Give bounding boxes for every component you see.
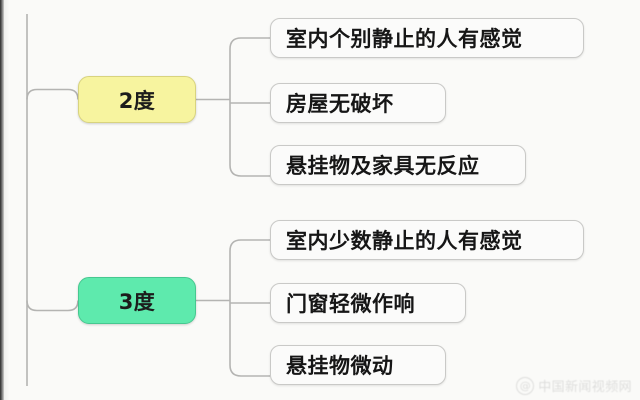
branch-node-degree-2[interactable]: 2度 — [78, 76, 196, 123]
branch-node-label: 3度 — [118, 289, 156, 314]
branch-node-label: 2度 — [118, 88, 156, 113]
leaf-label: 室内少数静止的人有感觉 — [286, 229, 523, 253]
leaf-label: 室内个别静止的人有感觉 — [286, 27, 523, 51]
leaf-box[interactable]: 室内少数静止的人有感觉 — [270, 220, 584, 260]
branch-node-degree-3[interactable]: 3度 — [78, 277, 196, 324]
leaf-box[interactable]: 悬挂物微动 — [270, 345, 446, 385]
leaf-box[interactable]: 室内个别静止的人有感觉 — [270, 18, 584, 58]
screen-edge-highlight — [4, 0, 10, 400]
leaf-label: 门窗轻微作响 — [286, 292, 415, 316]
leaf-label: 悬挂物微动 — [286, 354, 394, 378]
leaf-label: 悬挂物及家具无反应 — [286, 154, 480, 178]
watermark: 中国新闻视频网 — [516, 376, 632, 395]
watermark-text: 中国新闻视频网 — [538, 380, 632, 395]
weibo-at-icon — [516, 376, 535, 395]
screen-edge-strip — [0, 0, 4, 400]
leaf-box[interactable]: 悬挂物及家具无反应 — [270, 145, 526, 185]
leaf-label: 房屋无破坏 — [286, 92, 394, 116]
leaf-box[interactable]: 房屋无破坏 — [270, 83, 446, 123]
leaf-box[interactable]: 门窗轻微作响 — [270, 283, 466, 323]
